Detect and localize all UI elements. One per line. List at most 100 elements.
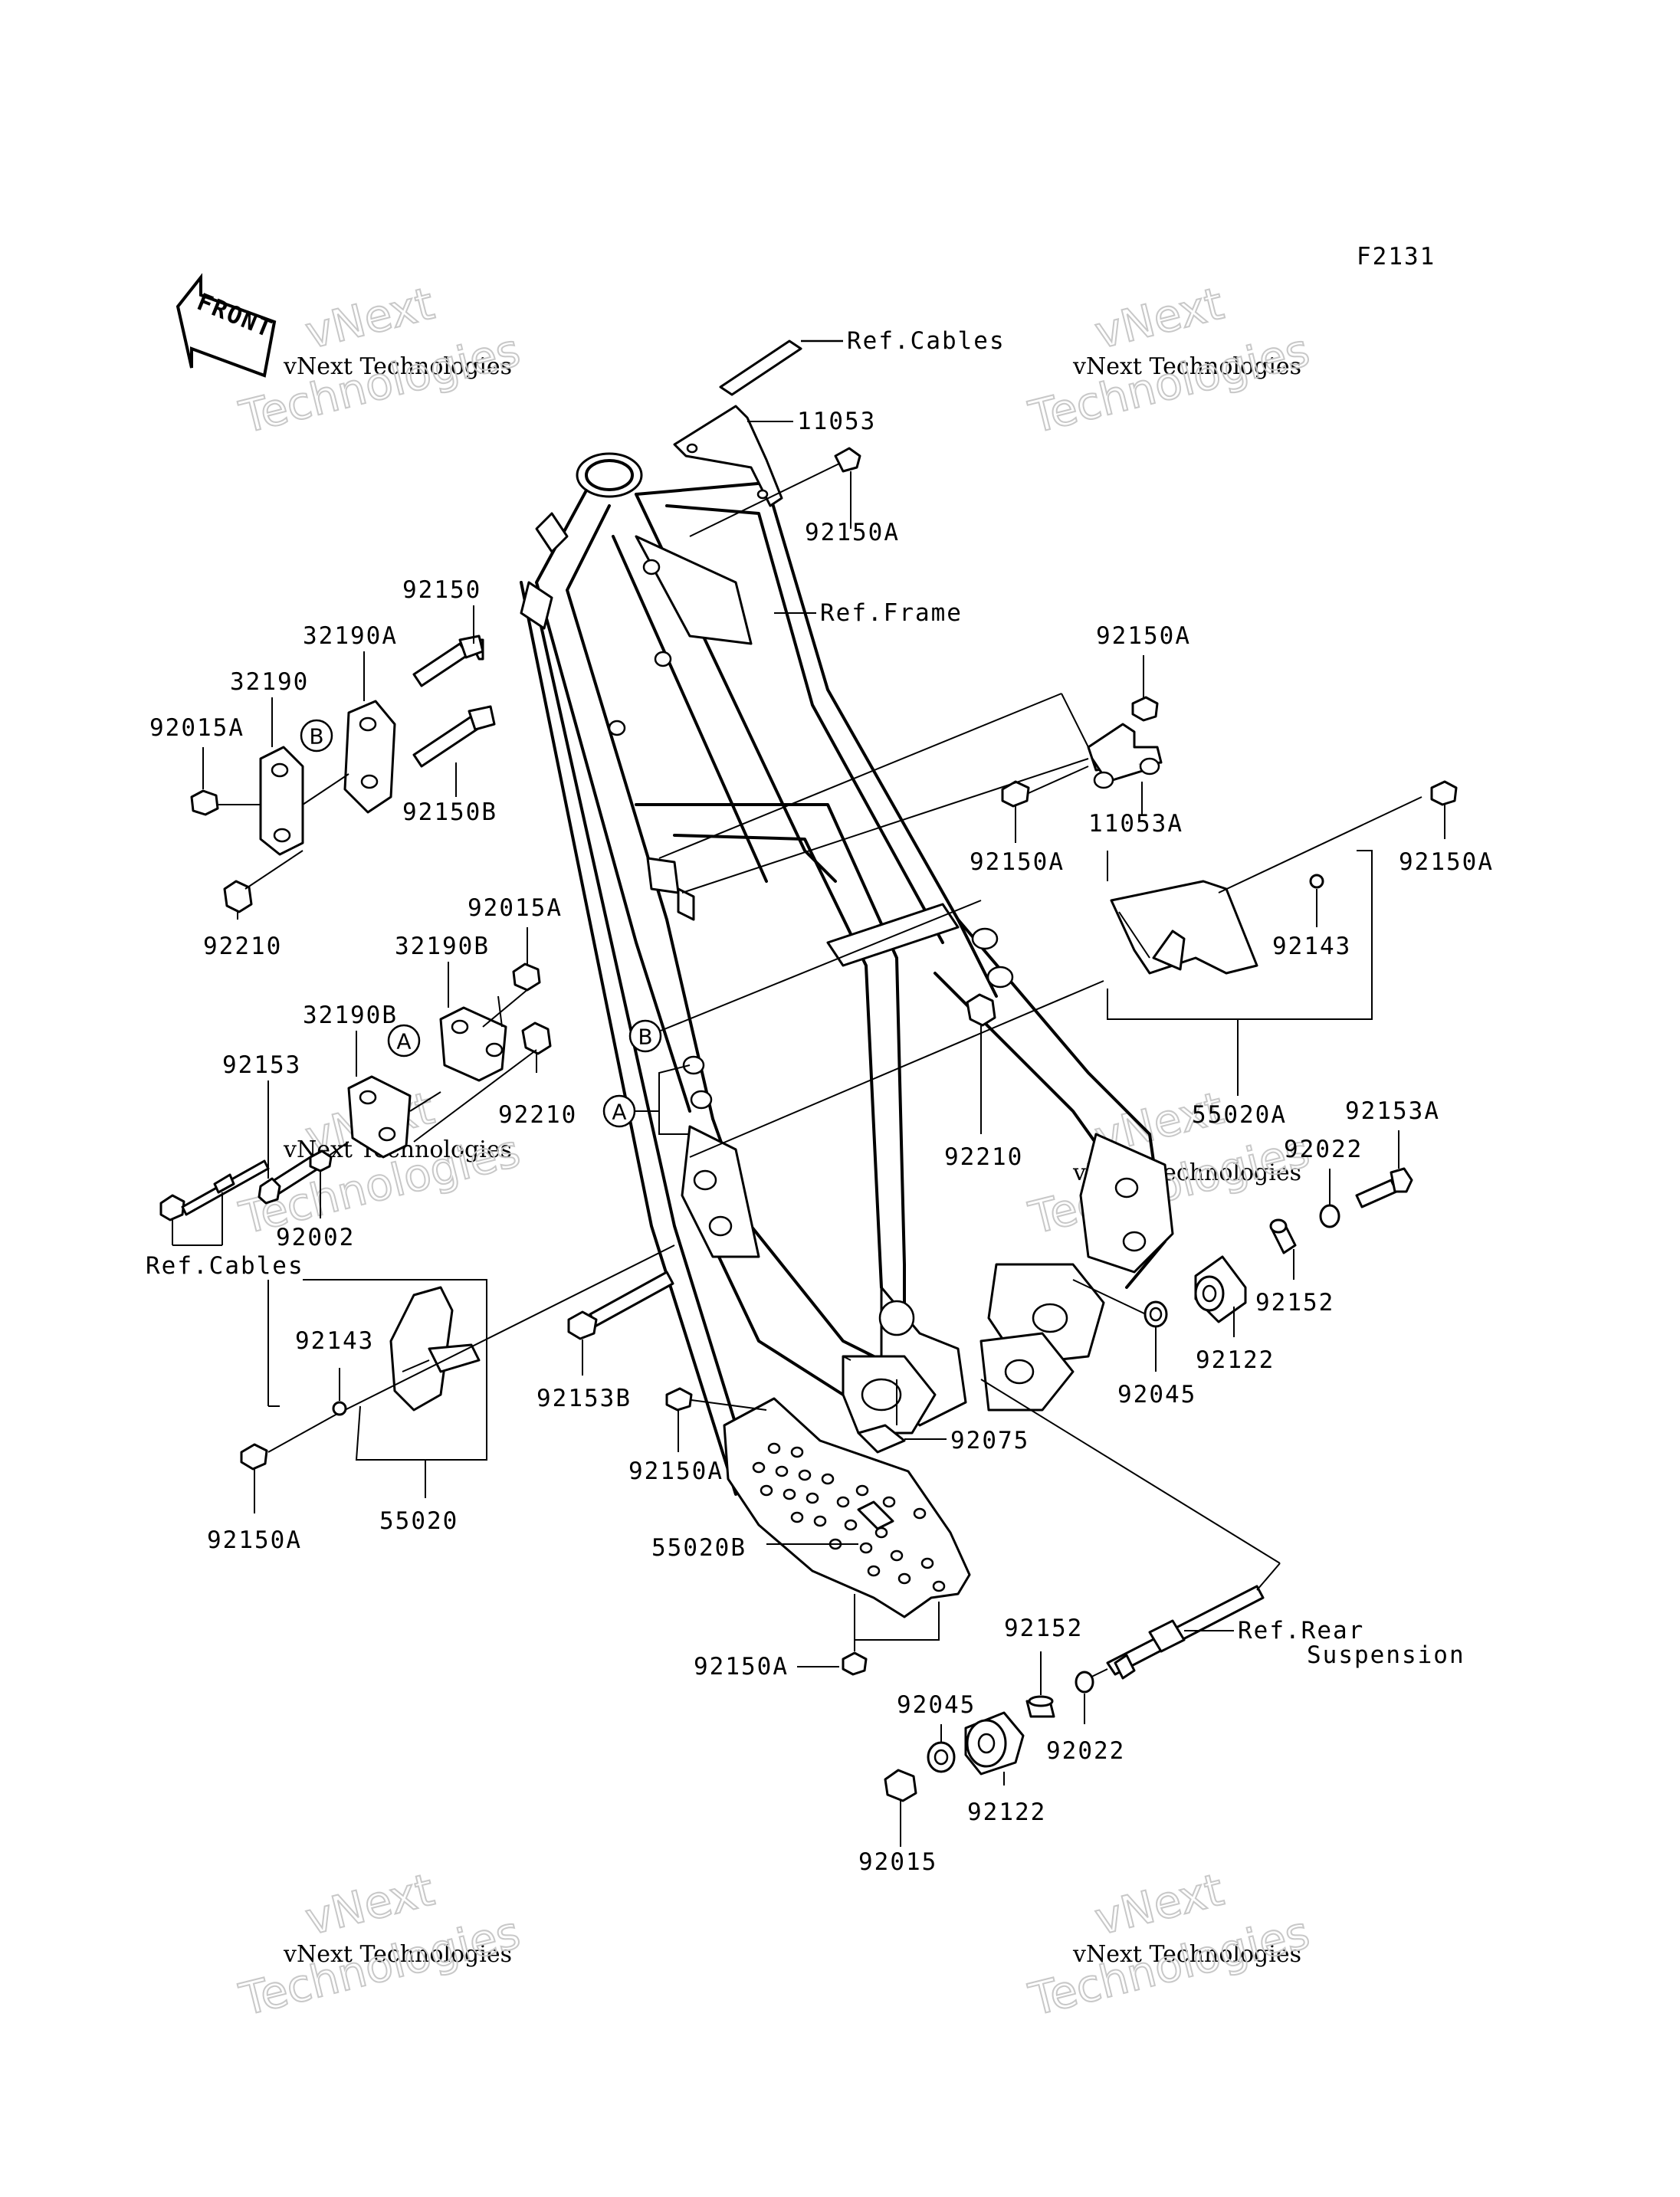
label-92143-left: 92143 [295, 1327, 374, 1355]
svg-text:vNext Technologies: vNext Technologies [1072, 1941, 1301, 1968]
svg-text:A: A [396, 1029, 411, 1054]
watermark-bottom-right: vNext vNext Technologies Technologies [1023, 1863, 1315, 2027]
bolt-92150-icon [412, 635, 484, 687]
label-92075: 92075 [950, 1427, 1029, 1454]
label-92150a-bottom-left: 92150A [207, 1526, 302, 1554]
main-frame [520, 452, 1174, 1496]
part-11053a-bracket [1087, 723, 1163, 789]
label-92122-lower: 92122 [967, 1799, 1046, 1826]
part-11053-bracket [673, 405, 783, 507]
label-92150: 92150 [402, 576, 481, 604]
bolt-92150b-icon [412, 705, 496, 768]
watermark-bottom-left: vNext vNext Technologies Technologies [234, 1863, 526, 2027]
label-92210-mid: 92210 [498, 1101, 577, 1129]
label-32190a: 32190A [303, 622, 398, 650]
bolt-92150a-bottom-left-icon [240, 1443, 268, 1471]
watermark-top-left: vNext vNext Technologies Technologies [234, 277, 526, 444]
label-11053a: 11053A [1088, 810, 1183, 838]
roller-92122-lower-icon [964, 1711, 1025, 1776]
svg-text:vNext Technologies: vNext Technologies [1072, 353, 1301, 380]
part-55020a-guide [1110, 880, 1258, 975]
label-55020a: 55020A [1192, 1101, 1287, 1129]
bolt-92153b-icon [567, 1271, 674, 1340]
part-32190-plate [259, 746, 304, 856]
label-92122-upper: 92122 [1196, 1346, 1275, 1374]
label-ref-rear-1: Ref.Rear [1238, 1617, 1364, 1644]
label-55020b: 55020B [651, 1534, 746, 1562]
label-ref-frame: Ref.Frame [820, 599, 963, 627]
label-92150a-bottom: 92150A [694, 1653, 789, 1681]
label-92045-lower: 92045 [897, 1691, 976, 1719]
roller-92122-upper-icon [1194, 1255, 1247, 1323]
label-92045-upper: 92045 [1117, 1381, 1196, 1408]
label-92015a-mid: 92015A [468, 894, 563, 922]
label-92015a-left: 92015A [149, 714, 244, 742]
front-arrow-icon: FRONT [176, 273, 277, 378]
label-32190b-1: 32190B [395, 933, 490, 960]
label-92153b: 92153B [536, 1385, 632, 1412]
part-32190b-plate-1 [439, 1006, 507, 1082]
label-92152-upper: 92152 [1255, 1289, 1334, 1317]
label-92150a-right1: 92150A [1096, 622, 1191, 650]
nut-92015a-mid-icon [512, 962, 541, 992]
collar-92152-upper-icon [1269, 1218, 1297, 1254]
bolt-92150a-mid-icon [1001, 766, 1089, 808]
part-55020-guide [389, 1286, 481, 1412]
label-92210-left: 92210 [203, 933, 282, 960]
nut-92210-left-icon [223, 880, 253, 913]
label-92153a: 92153A [1345, 1097, 1440, 1125]
diagram-code: F2131 [1357, 243, 1436, 271]
callout-a-left: A [387, 1024, 421, 1058]
cable-guide-top [719, 339, 802, 396]
label-55020: 55020 [379, 1507, 458, 1535]
washer-92022-upper-icon [1319, 1204, 1340, 1228]
part-55020b-skid-plate [723, 1397, 971, 1618]
nut-92210-center-icon [966, 993, 996, 1027]
pad-92075-icon [857, 1424, 906, 1454]
nut-92015-icon [884, 1769, 917, 1802]
label-92150a-top: 92150A [805, 519, 900, 546]
nut-92015a-left-icon [190, 789, 219, 816]
bolt-92153a-icon [1355, 1167, 1413, 1208]
label-32190: 32190 [230, 668, 309, 696]
watermark-top-right: vNext vNext Technologies Technologies [1023, 277, 1315, 444]
label-92143-right: 92143 [1272, 933, 1351, 960]
label-32190b-2: 32190B [303, 1002, 398, 1029]
clamp-92002-icon [309, 1149, 333, 1172]
collar-92143-left-icon [332, 1401, 347, 1416]
part-32190a-plate [343, 700, 396, 814]
callout-b-frame: B [628, 900, 982, 1053]
svg-text:A: A [612, 1100, 626, 1125]
label-92153: 92153 [222, 1051, 301, 1079]
svg-text:vNext Technologies: vNext Technologies [283, 353, 512, 380]
collar-92152-lower-icon [1025, 1695, 1055, 1718]
nut-92045-lower-icon [927, 1741, 956, 1773]
callout-b-left: B [300, 719, 333, 753]
label-92002: 92002 [276, 1224, 355, 1251]
label-92150a-mid: 92150A [970, 848, 1065, 876]
label-ref-cables-bottom: Ref.Cables [146, 1252, 304, 1280]
bolt-92150a-right1-icon [1131, 696, 1159, 722]
label-92152-lower: 92152 [1004, 1615, 1083, 1642]
bolt-92150a-top-icon [689, 447, 861, 537]
nut-92210-mid-icon [521, 1021, 552, 1055]
svg-text:B: B [638, 1025, 652, 1050]
label-92150a-lower-left: 92150A [628, 1458, 724, 1485]
label-ref-cables-top: Ref.Cables [847, 327, 1006, 355]
label-ref-rear-2: Suspension [1307, 1641, 1465, 1669]
bolt-92150a-far-right-icon [1430, 780, 1458, 806]
part-32190b-plate-2 [347, 1075, 412, 1159]
callout-a-frame: A [602, 1064, 691, 1135]
label-92150b: 92150B [402, 798, 497, 826]
label-92210-center: 92210 [944, 1143, 1023, 1171]
bolt-ref-cables-icon [159, 1159, 270, 1221]
label-92022-lower: 92022 [1046, 1737, 1125, 1765]
bolt-92150a-lower-left-icon [665, 1387, 767, 1412]
washer-92022-lower-icon [1075, 1671, 1094, 1694]
label-92150a-far-right: 92150A [1399, 848, 1494, 876]
collar-92143-right-icon [1309, 874, 1324, 889]
svg-text:B: B [309, 724, 323, 749]
shaft-ref-rear-suspension-icon [1080, 1585, 1265, 1683]
svg-text:vNext Technologies: vNext Technologies [283, 1941, 512, 1968]
